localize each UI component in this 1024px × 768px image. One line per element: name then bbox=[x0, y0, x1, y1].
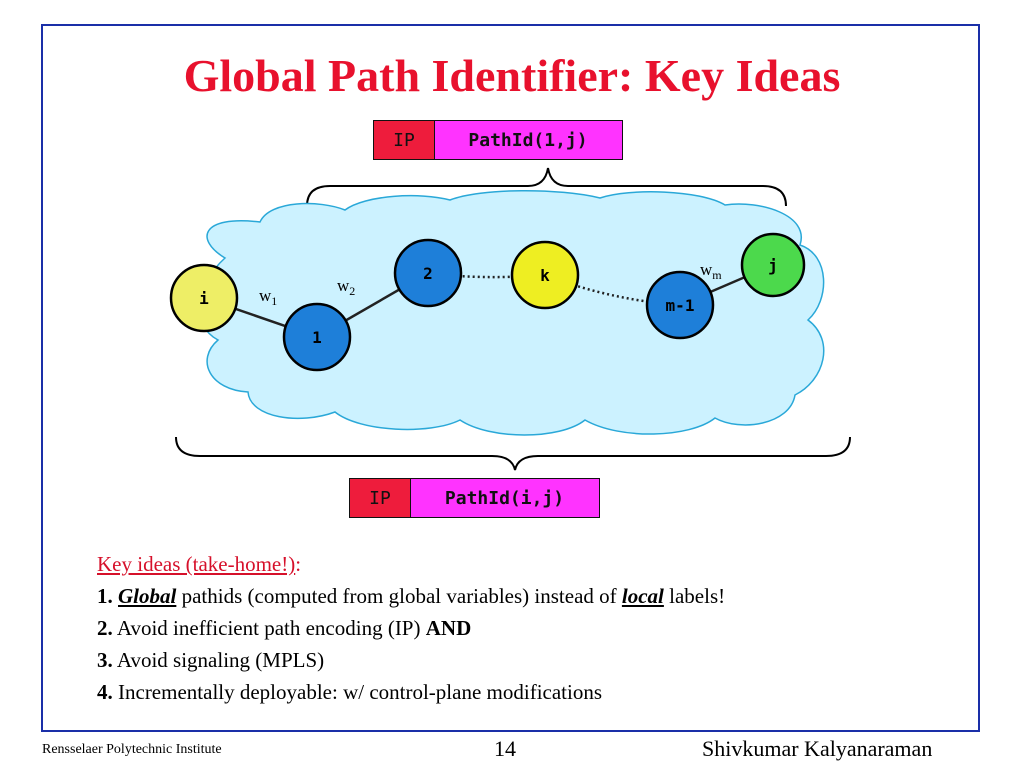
key-idea-3: 3. Avoid signaling (MPLS) bbox=[97, 644, 977, 676]
key-idea-1-local: local bbox=[621, 584, 664, 608]
header-bottom: IP PathId(i,j) bbox=[349, 478, 600, 518]
node-i bbox=[169, 263, 239, 333]
node-2 bbox=[393, 238, 463, 308]
key-idea-1: 1. Global pathids (computed from global … bbox=[97, 580, 977, 612]
slide-title: Global Path Identifier: Key Ideas bbox=[183, 50, 841, 101]
weight-wm: wm bbox=[700, 260, 722, 282]
key-idea-4-text: Incrementally deployable: w/ control-pla… bbox=[112, 680, 603, 704]
node-j-label: j bbox=[768, 256, 778, 275]
key-ideas-block: Key ideas (take-home!): 1. Global pathid… bbox=[97, 548, 977, 708]
footer-institution: Rensselaer Polytechnic Institute bbox=[42, 742, 222, 757]
footer-page-number: 14 bbox=[494, 736, 516, 761]
key-idea-2-text: Avoid inefficient path encoding (IP) bbox=[112, 616, 426, 640]
header-top: IP PathId(1,j) bbox=[373, 120, 623, 160]
weight-w1: w1 bbox=[259, 286, 277, 308]
bottom-brace bbox=[175, 436, 851, 471]
node-2-label: 2 bbox=[423, 264, 433, 283]
node-1 bbox=[282, 302, 352, 372]
key-ideas-heading-colon: : bbox=[295, 552, 302, 576]
header-top-ip: IP bbox=[373, 120, 435, 160]
key-idea-2-num: 2. bbox=[97, 616, 113, 640]
key-idea-1-end: labels! bbox=[663, 584, 726, 608]
key-ideas-heading-line: Key ideas (take-home!): bbox=[97, 548, 977, 580]
key-idea-2-and: AND bbox=[425, 616, 472, 640]
cloud bbox=[198, 189, 825, 436]
node-k-label: k bbox=[540, 266, 550, 285]
key-ideas-heading: Key ideas (take-home!) bbox=[97, 552, 296, 576]
key-idea-1-num: 1. bbox=[97, 584, 113, 608]
key-idea-2: 2. Avoid inefficient path encoding (IP) … bbox=[97, 612, 977, 644]
weight-w2: w2 bbox=[337, 276, 355, 298]
node-m-1 bbox=[645, 270, 715, 340]
node-j bbox=[740, 232, 806, 298]
top-brace bbox=[306, 167, 787, 207]
key-idea-3-num: 3. bbox=[97, 648, 113, 672]
node-1-label: 1 bbox=[312, 328, 322, 347]
footer-author: Shivkumar Kalyanaraman bbox=[702, 736, 933, 761]
key-idea-3-text: Avoid signaling (MPLS) bbox=[112, 648, 325, 672]
node-i-label: i bbox=[199, 289, 209, 308]
key-idea-1-mid: pathids (computed from global variables)… bbox=[176, 584, 622, 608]
key-idea-4: 4. Incrementally deployable: w/ control-… bbox=[97, 676, 977, 708]
slide-frame bbox=[41, 24, 980, 732]
node-k bbox=[510, 240, 580, 310]
node-m-1-label: m-1 bbox=[666, 296, 695, 315]
key-idea-1-global: Global bbox=[118, 584, 177, 608]
header-bottom-ip: IP bbox=[349, 478, 411, 518]
key-idea-4-num: 4. bbox=[97, 680, 113, 704]
header-top-pathid: PathId(1,j) bbox=[433, 120, 623, 160]
header-bottom-pathid: PathId(i,j) bbox=[409, 478, 600, 518]
